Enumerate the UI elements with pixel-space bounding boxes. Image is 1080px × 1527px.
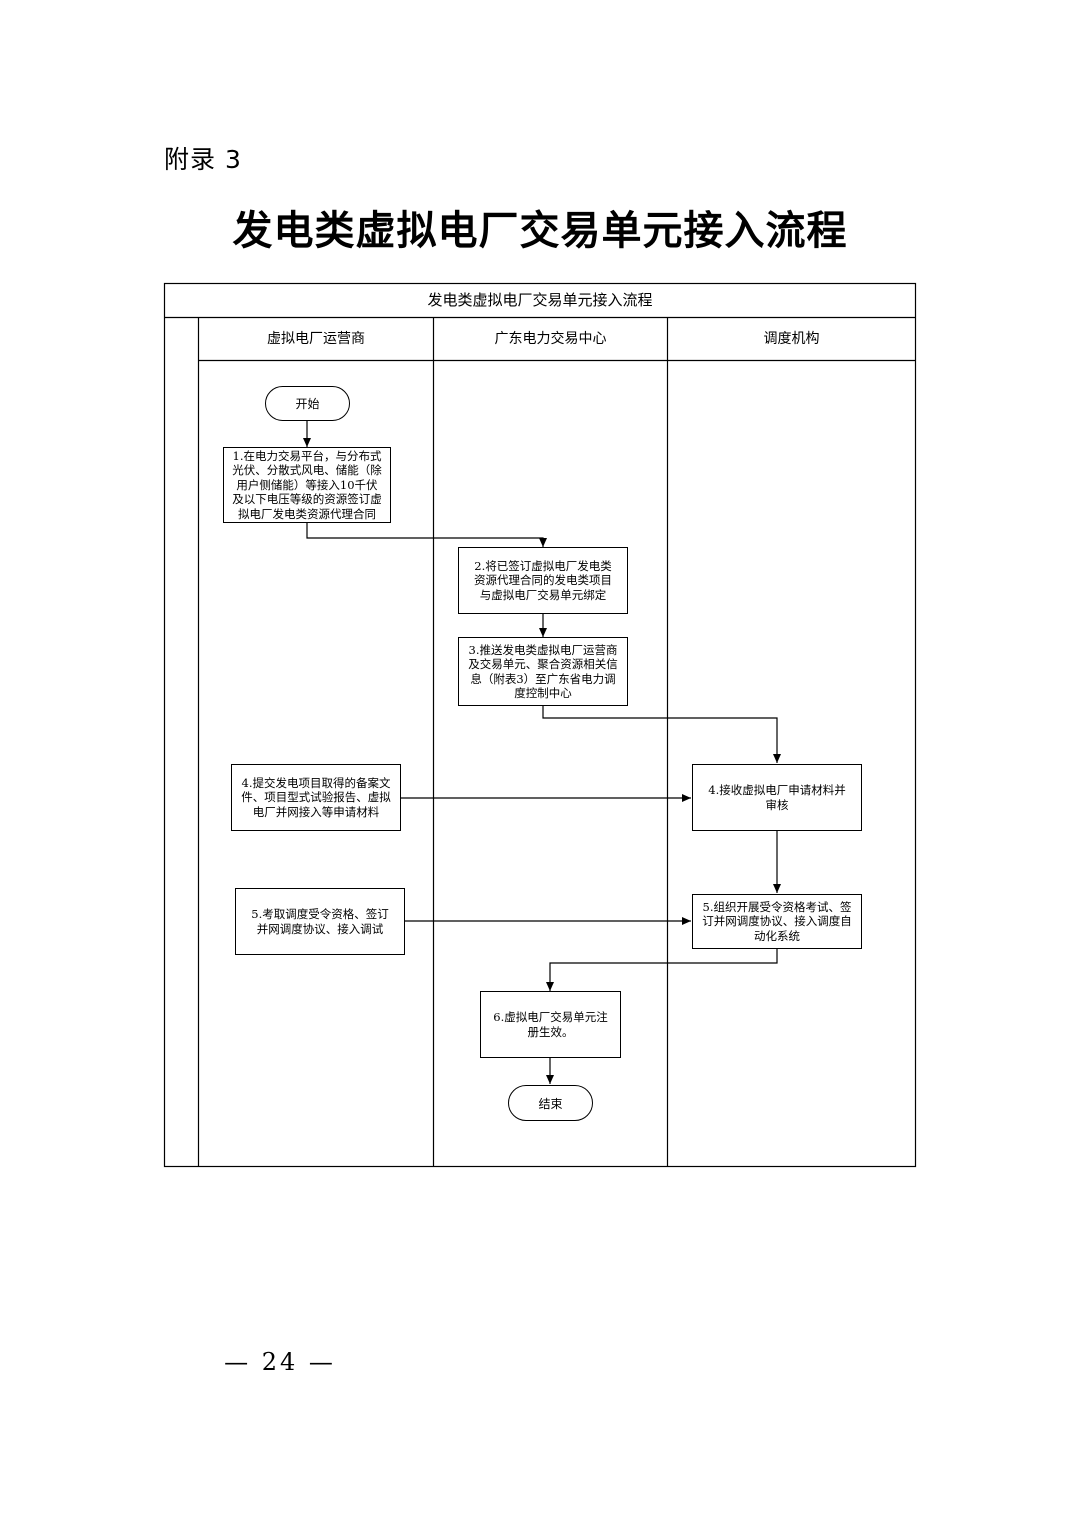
step-3-box: 3.推送发电类虚拟电厂运营商及交易单元、聚合资源相关信息（附表3）至广东省电力调…	[458, 637, 628, 706]
end-node: 结束	[508, 1085, 593, 1121]
step-1-box: 1.在电力交易平台，与分布式光伏、分散式风电、储能（除用户侧储能）等接入10千伏…	[223, 447, 391, 523]
arrow-step1-to-step2	[306, 523, 547, 547]
lane-header-operator: 虚拟电厂运营商	[267, 330, 365, 347]
lane-header-dispatch: 调度机构	[763, 330, 820, 347]
appendix-label: 附录 3	[164, 145, 242, 174]
step-6-box: 6.虚拟电厂交易单元注册生效。	[480, 991, 621, 1058]
arrow-step5b-to-step6	[546, 948, 778, 991]
start-node: 开始	[265, 386, 350, 421]
page-number: — 24 —	[224, 1348, 336, 1376]
step-5-qualify-box: 5.考取调度受令资格、签订并网调度协议、接入调试	[235, 888, 405, 955]
flowchart-border	[163, 282, 917, 1168]
step-4-review-box: 4.接收虚拟电厂申请材料并审核	[692, 764, 862, 831]
step-5-organize-box: 5.组织开展受令资格考试、签订并网调度协议、接入调度自动化系统	[692, 894, 862, 949]
step-4-submit-box: 4.提交发电项目取得的备案文件、项目型式试验报告、虚拟电厂并网接入等申请材料	[231, 764, 401, 831]
arrow-step3-to-step4b	[542, 706, 781, 763]
lane-header-exchange-center: 广东电力交易中心	[494, 330, 607, 347]
document-title: 发电类虚拟电厂交易单元接入流程	[232, 207, 848, 254]
flowchart-header: 发电类虚拟电厂交易单元接入流程	[427, 291, 653, 309]
step-2-box: 2.将已签订虚拟电厂发电类资源代理合同的发电类项目与虚拟电厂交易单元绑定	[458, 547, 628, 614]
